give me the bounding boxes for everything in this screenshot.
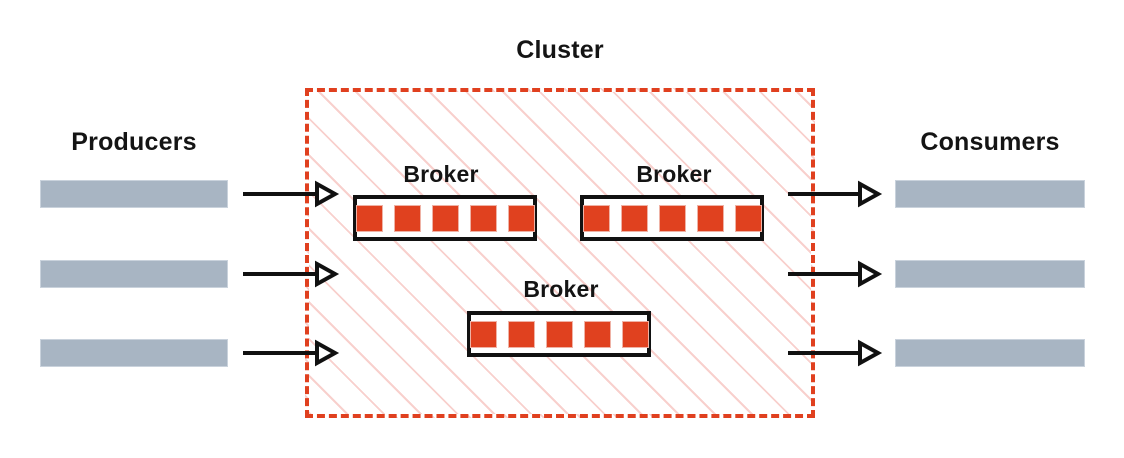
consumer-node-2[interactable] (895, 260, 1085, 288)
broker-1-partition-3[interactable] (431, 204, 459, 232)
broker-3-title: Broker (523, 276, 599, 302)
broker-2-partition-2[interactable] (620, 204, 648, 232)
broker-3-partition-3[interactable] (545, 320, 573, 348)
consumers-title: Consumers (920, 128, 1060, 156)
broker-1-partition-4[interactable] (469, 204, 497, 232)
producers-title: Producers (71, 128, 197, 156)
broker-3[interactable] (467, 311, 651, 357)
broker-2-partition-4[interactable] (696, 204, 724, 232)
broker-3-partition-4[interactable] (583, 320, 611, 348)
consumer-node-3[interactable] (895, 339, 1085, 367)
consumer-node-1[interactable] (895, 180, 1085, 208)
broker-1-partition-5[interactable] (507, 204, 535, 232)
broker-3-partition-1[interactable] (469, 320, 497, 348)
broker-1-partition-2[interactable] (393, 204, 421, 232)
broker-2-partition-5[interactable] (734, 204, 762, 232)
broker-3-partition-5[interactable] (621, 320, 649, 348)
broker-1-title: Broker (403, 161, 479, 187)
broker-2-partition-3[interactable] (658, 204, 686, 232)
broker-2[interactable] (580, 195, 764, 241)
broker-3-partition-2[interactable] (507, 320, 535, 348)
broker-2-partition-1[interactable] (582, 204, 610, 232)
arrow-producer-2 (243, 260, 340, 288)
arrow-consumer-1 (788, 180, 883, 208)
broker-2-title: Broker (636, 161, 712, 187)
arrow-consumer-2 (788, 260, 883, 288)
broker-1-partition-1[interactable] (355, 204, 383, 232)
arrow-consumer-3 (788, 339, 883, 367)
producer-node-1[interactable] (40, 180, 228, 208)
arrow-producer-3 (243, 339, 340, 367)
broker-1[interactable] (353, 195, 537, 241)
cluster-title: Cluster (516, 36, 604, 64)
producer-node-3[interactable] (40, 339, 228, 367)
arrow-producer-1 (243, 180, 340, 208)
cluster-boundary (305, 88, 815, 418)
producer-node-2[interactable] (40, 260, 228, 288)
